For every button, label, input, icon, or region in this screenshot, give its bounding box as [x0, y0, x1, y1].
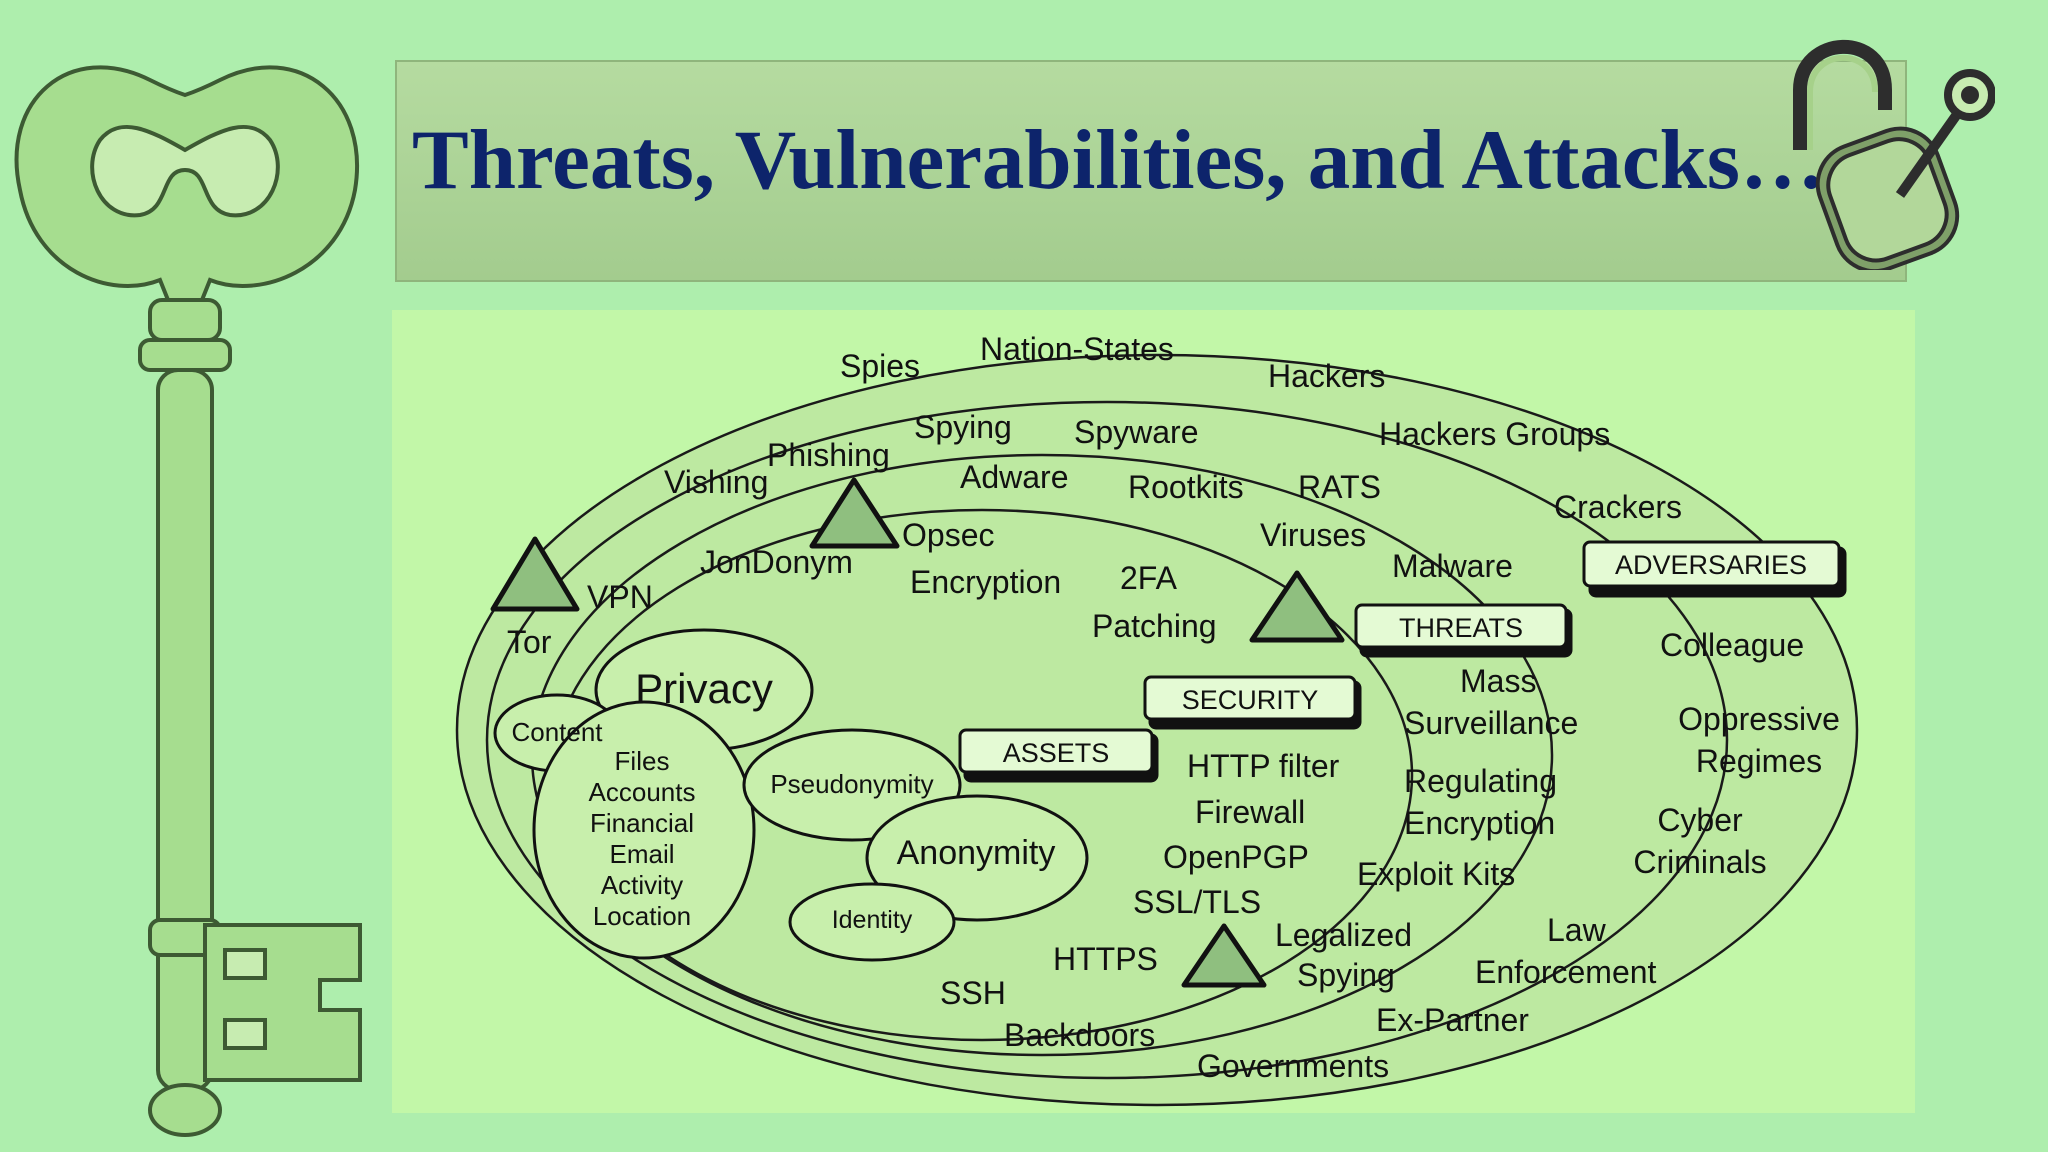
hackers-groups-label: Hackers Groups [1379, 416, 1610, 452]
viruses-label: Viruses [1260, 517, 1366, 553]
warning-triangle-icon [1249, 570, 1345, 643]
nation-states-label: Nation-States [980, 331, 1174, 367]
security-label: SECURITY [1182, 685, 1319, 715]
jondonym-label: JonDonym [700, 544, 853, 580]
content-item: Location [593, 901, 691, 931]
anonymity-label: Anonymity [897, 834, 1056, 872]
encryption-label: Encryption [910, 564, 1061, 600]
tor-label: Tor [507, 624, 552, 660]
identity-label: Identity [832, 906, 913, 934]
crackers-label: Crackers [1554, 489, 1682, 525]
openpgp-label: OpenPGP [1163, 839, 1309, 875]
spying-label: Spying [914, 409, 1012, 445]
cyber-label: Cyber [1657, 802, 1743, 838]
content-item: Accounts [589, 777, 696, 807]
title-banner [395, 60, 1907, 282]
spyware-label: Spyware [1074, 414, 1199, 450]
mass-label: Mass [1460, 663, 1536, 699]
page-title: Threats, Vulnerabilities, and Attacks… [412, 113, 1825, 207]
regimes-label: Regimes [1696, 743, 1822, 779]
vpn-label: VPN [587, 579, 653, 615]
http-filter-label: HTTP filter [1187, 748, 1340, 784]
spies-label: Spies [840, 348, 920, 384]
regulating-encryption-label: Encryption [1404, 805, 1555, 841]
law-label: Law [1547, 912, 1607, 948]
content-item: Activity [601, 870, 683, 900]
adversaries-label: ADVERSARIES [1615, 550, 1807, 580]
colleague-label: Colleague [1660, 627, 1804, 663]
warning-triangle-icon [490, 536, 580, 612]
hackers-label: Hackers [1268, 358, 1385, 394]
exploit-kits-label: Exploit Kits [1357, 856, 1515, 892]
backdoors-label: Backdoors [1004, 1017, 1155, 1053]
content-item: Financial [590, 808, 694, 838]
firewall-label: Firewall [1195, 794, 1305, 830]
warning-triangle-icon [1181, 923, 1267, 988]
content-item: Email [609, 839, 674, 869]
phishing-label: Phishing [767, 437, 890, 473]
identity-bubble [788, 882, 956, 962]
privacy-label: Privacy [635, 665, 773, 712]
threat-model-diagram: ADVERSARIES THREATS SECURITY ASSETS Priv… [455, 331, 1859, 1107]
rootkits-label: Rootkits [1128, 469, 1244, 505]
opsec-label: Opsec [902, 517, 994, 553]
content-item: Files [615, 746, 670, 776]
legalized-label: Legalized [1275, 917, 1412, 953]
assets-label: ASSETS [1003, 738, 1110, 768]
https-label: HTTPS [1053, 941, 1158, 977]
2fa-label: 2FA [1120, 560, 1178, 596]
governments-label: Governments [1197, 1048, 1389, 1084]
enforcement-label: Enforcement [1475, 954, 1657, 990]
anonymity-bubble [865, 794, 1089, 922]
patching-label: Patching [1092, 608, 1217, 644]
criminals-label: Criminals [1633, 844, 1766, 880]
warning-triangle-icon [809, 477, 900, 549]
ssh-label: SSH [940, 975, 1006, 1011]
legalized-spying-label: Spying [1297, 957, 1395, 993]
adware-label: Adware [960, 459, 1069, 495]
content-items-bubble [532, 700, 756, 960]
malware-label: Malware [1392, 548, 1513, 584]
skeleton-key-icon [14, 65, 362, 1137]
vishing-label: Vishing [664, 464, 768, 500]
oppressive-label: Oppressive [1678, 701, 1840, 737]
padlock-with-key-icon [1793, 39, 1995, 270]
regulating-label: Regulating [1404, 763, 1557, 799]
threats-label: THREATS [1399, 613, 1523, 643]
surveillance-label: Surveillance [1404, 705, 1578, 741]
content-label: Content [511, 717, 603, 747]
rats-label: RATS [1298, 469, 1381, 505]
pseudonymity-label: Pseudonymity [770, 769, 933, 799]
ssl-tls-label: SSL/TLS [1133, 884, 1261, 920]
ex-partner-label: Ex-Partner [1376, 1002, 1529, 1038]
